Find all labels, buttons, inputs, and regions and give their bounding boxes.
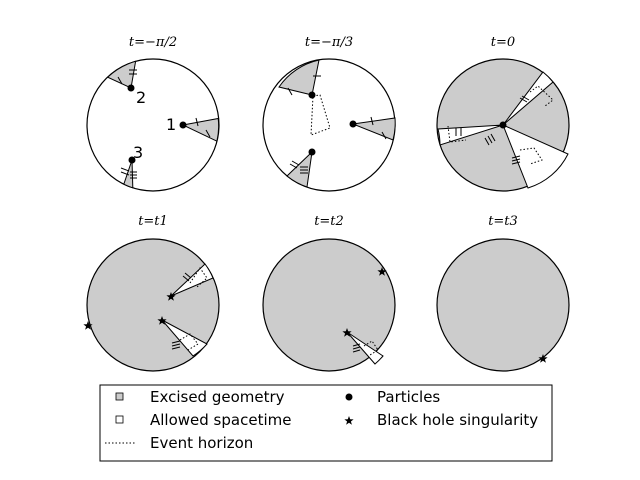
panel-3-allowed-3 [502, 124, 569, 189]
panel-2-wedge-1 [278, 59, 320, 96]
panel-2-wedge-2 [351, 117, 396, 141]
panel-6: t=t3 [436, 214, 570, 372]
singularity-panel-4-a [166, 292, 176, 301]
panel-3-allowed-2 [437, 124, 504, 146]
particle-1 [179, 121, 187, 129]
panel-2-particle-2 [308, 91, 316, 99]
panel-3: t=0 [436, 35, 570, 192]
particle-2-label: 2 [136, 88, 146, 107]
legend-particles-label: Particles [377, 388, 440, 406]
panel-2-title: t=−π/3 [305, 35, 353, 50]
panel-3-merged-particle [499, 121, 507, 129]
legend-excised-label: Excised geometry [150, 388, 285, 406]
panel-6-disk [436, 238, 570, 372]
panel-4: t=t1 [83, 214, 220, 372]
panel-1: t=−π/2 1 2 3 [86, 35, 220, 192]
singularity-panel-5-a [342, 328, 352, 337]
panel-2: t=−π/3 [262, 35, 396, 192]
event-horizon-panel-4 [179, 267, 208, 351]
panel-2-wedge-3 [286, 150, 313, 188]
legend-box [99, 384, 553, 462]
event-horizon-panel-5 [363, 340, 379, 356]
event-horizon-panel-2 [310, 94, 331, 136]
panel-5-identification-marks [352, 343, 361, 353]
panel-2-identification-marks [287, 75, 387, 174]
panel-5-disk [262, 238, 396, 372]
particle-3-label: 3 [133, 143, 143, 162]
panel-1-wedge-3 [123, 159, 134, 189]
panel-3-allowed-1 [502, 71, 554, 126]
singularity-panel-4-b [157, 316, 167, 325]
legend: Excised geometry Allowed spacetime Event… [99, 384, 553, 462]
panel-6-title: t=t3 [488, 214, 518, 229]
panel-3-identification-marks [455, 95, 530, 165]
legend-particles-swatch [345, 393, 353, 401]
particle-3 [128, 156, 136, 164]
panel-3-title: t=0 [491, 35, 515, 50]
legend-excised-swatch [115, 392, 124, 401]
legend-allowed-label: Allowed spacetime [150, 411, 291, 429]
panel-1-title: t=−π/2 [129, 35, 177, 50]
particle-1-label: 1 [166, 115, 176, 134]
legend-singularity-label: Black hole singularity [377, 411, 538, 429]
singularity-panel-6 [538, 354, 548, 363]
panel-2-particle-3 [308, 148, 316, 156]
panel-1-wedge-2 [106, 60, 137, 89]
panel-4-allowed-2 [161, 319, 208, 357]
legend-singularity-swatch [344, 416, 354, 425]
panel-1-identification-marks [117, 69, 211, 179]
panel-5-title: t=t2 [314, 214, 344, 229]
panel-5: t=t2 [262, 214, 396, 372]
legend-allowed-swatch [115, 415, 124, 424]
singularity-panel-5-b [377, 267, 387, 276]
panel-5-allowed-1 [346, 331, 384, 365]
event-horizon-panel-3 [447, 85, 554, 165]
panel-4-identification-marks [171, 272, 192, 350]
legend-horizon-label: Event horizon [150, 434, 253, 452]
particle-2 [127, 84, 135, 92]
panel-2-particle-1 [349, 120, 357, 128]
singularity-panel-4-c [83, 321, 93, 330]
panel-4-title: t=t1 [138, 214, 168, 229]
